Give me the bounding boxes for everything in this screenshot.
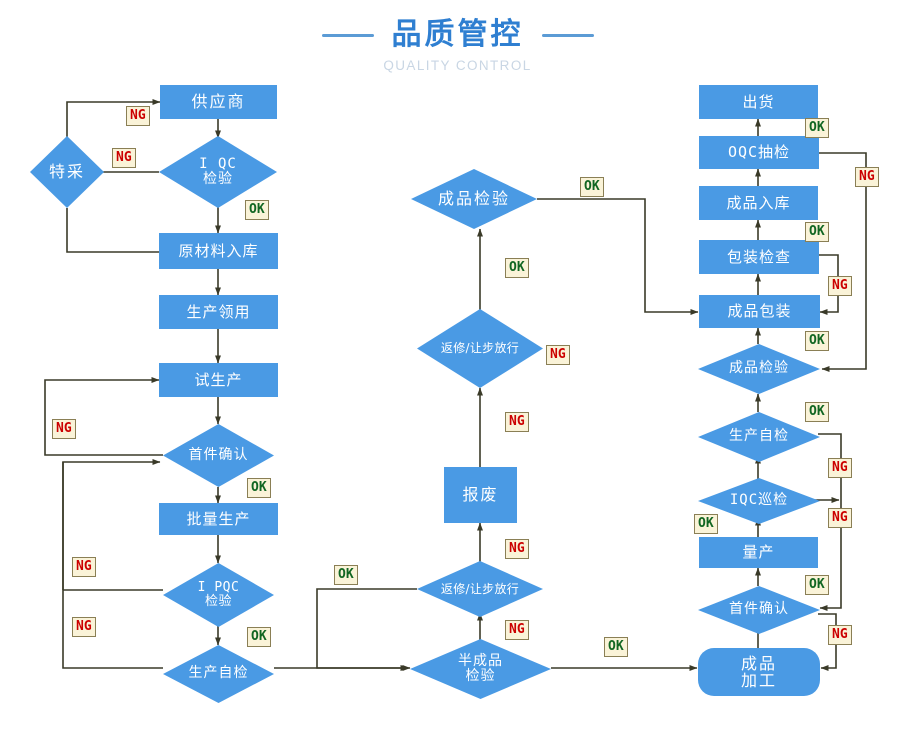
node-te-cai[interactable]: 特采 bbox=[30, 136, 104, 208]
edge-tag-packinspect-ng: NG bbox=[828, 276, 852, 296]
node-pack-inspect[interactable]: 包装检查 bbox=[699, 240, 819, 274]
edge-tag-semi-ok: OK bbox=[604, 637, 628, 657]
node-self-check-label: 生产自检 bbox=[188, 665, 249, 682]
node-scrap[interactable]: 报废 bbox=[444, 467, 517, 523]
edge-tag-packinspect-ok: OK bbox=[805, 222, 829, 242]
edge-tag-iqcpatrol-ng: NG bbox=[828, 508, 852, 528]
node-iqc-check-label: I QC 检验 bbox=[199, 155, 237, 187]
node-iqc-patrol[interactable]: IQC巡检 bbox=[698, 478, 820, 524]
edge-tag-oqc-ok: OK bbox=[805, 118, 829, 138]
edge-tag-selfcheck-right-ok: OK bbox=[805, 402, 829, 422]
node-prod-issue[interactable]: 生产领用 bbox=[159, 295, 278, 329]
page-title: 品质管控 bbox=[391, 17, 524, 52]
edge-tag-tecai-ng: NG bbox=[112, 148, 136, 168]
node-volume-prod[interactable]: 量产 bbox=[699, 537, 818, 568]
edge-tag-supplier-ng: NG bbox=[126, 106, 150, 126]
node-mass-prod[interactable]: 批量生产 bbox=[159, 503, 278, 535]
edge-tag-selfcheck-ok: OK bbox=[334, 565, 358, 585]
node-rework-lower[interactable]: 返修/让步放行 bbox=[417, 561, 543, 617]
edge-tag-rework-upper-ok: OK bbox=[505, 258, 529, 278]
edge-tag-semi-ng: NG bbox=[505, 620, 529, 640]
node-supplier[interactable]: 供应商 bbox=[160, 85, 277, 119]
node-iqc-check[interactable]: I QC 检验 bbox=[159, 136, 277, 208]
node-fg-inspect-mid[interactable]: 成品检验 bbox=[411, 169, 537, 229]
edge-tag-oqc-ng: NG bbox=[855, 167, 879, 187]
edge-tag-iqc-ok: OK bbox=[245, 200, 269, 220]
page-subtitle: QUALITY CONTROL bbox=[383, 58, 532, 73]
node-te-cai-label: 特采 bbox=[48, 162, 85, 182]
node-first-article-right-label: 首件确认 bbox=[729, 601, 789, 618]
node-first-article-label: 首件确认 bbox=[188, 446, 249, 463]
node-semi-inspect-label: 半成品 检验 bbox=[458, 652, 503, 684]
node-iqc-patrol-label: IQC巡检 bbox=[729, 492, 789, 509]
node-material-in[interactable]: 原材料入库 bbox=[159, 233, 278, 269]
node-trial-prod[interactable]: 试生产 bbox=[159, 363, 278, 397]
node-self-check-right-label: 生产自检 bbox=[729, 428, 789, 445]
node-rework-upper[interactable]: 返修/让步放行 bbox=[417, 309, 543, 388]
node-oqc-sample[interactable]: OQC抽检 bbox=[699, 136, 819, 169]
edge-tag-rework-lower-ng: NG bbox=[505, 539, 529, 559]
node-fg-packing[interactable]: 成品包装 bbox=[699, 295, 820, 328]
node-fg-inspect-right-label: 成品检验 bbox=[729, 360, 789, 377]
node-self-check-right[interactable]: 生产自检 bbox=[698, 412, 820, 462]
node-self-check[interactable]: 生产自检 bbox=[163, 645, 274, 703]
edge-tag-semi-upper-ng: NG bbox=[505, 412, 529, 432]
edge-tag-firstarticle-ok: OK bbox=[247, 478, 271, 498]
node-rework-upper-label: 返修/让步放行 bbox=[440, 341, 520, 356]
node-first-article[interactable]: 首件确认 bbox=[163, 424, 274, 487]
title-rule-left bbox=[321, 33, 374, 37]
edge-tag-firstarticle-right-ok: OK bbox=[805, 575, 829, 595]
node-ipqc-check-label: I PQC 检验 bbox=[197, 579, 240, 609]
edge-tag-ipqc-ok: OK bbox=[247, 627, 271, 647]
node-ipqc-check[interactable]: I PQC 检验 bbox=[163, 563, 274, 627]
node-fg-machining[interactable]: 成品 加工 bbox=[698, 648, 820, 696]
node-ship[interactable]: 出货 bbox=[699, 85, 818, 119]
edge-tag-fginspect-right-ok: OK bbox=[805, 331, 829, 351]
edge-tag-ipqc-ng: NG bbox=[72, 557, 96, 577]
node-first-article-right[interactable]: 首件确认 bbox=[698, 586, 820, 634]
node-fg-inspect-mid-label: 成品检验 bbox=[437, 189, 510, 209]
title-rule-right bbox=[541, 33, 594, 37]
node-rework-lower-label: 返修/让步放行 bbox=[440, 581, 520, 596]
node-fg-warehouse[interactable]: 成品入库 bbox=[699, 186, 818, 220]
edge-tag-firstarticle-right-ng: NG bbox=[828, 625, 852, 645]
edge-tag-rework-upper-ng: NG bbox=[546, 345, 570, 365]
edge-tag-fginspect-mid-ok: OK bbox=[580, 177, 604, 197]
page-header: 品质管控 QUALITY CONTROL bbox=[0, 18, 915, 73]
edge-tag-selfcheck-right-ng: NG bbox=[828, 458, 852, 478]
node-semi-inspect[interactable]: 半成品 检验 bbox=[410, 639, 551, 699]
edge-tag-iqcpatrol-ok: OK bbox=[694, 514, 718, 534]
node-fg-inspect-right[interactable]: 成品检验 bbox=[698, 344, 820, 394]
edge-tag-trial-ng: NG bbox=[52, 419, 76, 439]
edge-tag-selfcheck-ng: NG bbox=[72, 617, 96, 637]
